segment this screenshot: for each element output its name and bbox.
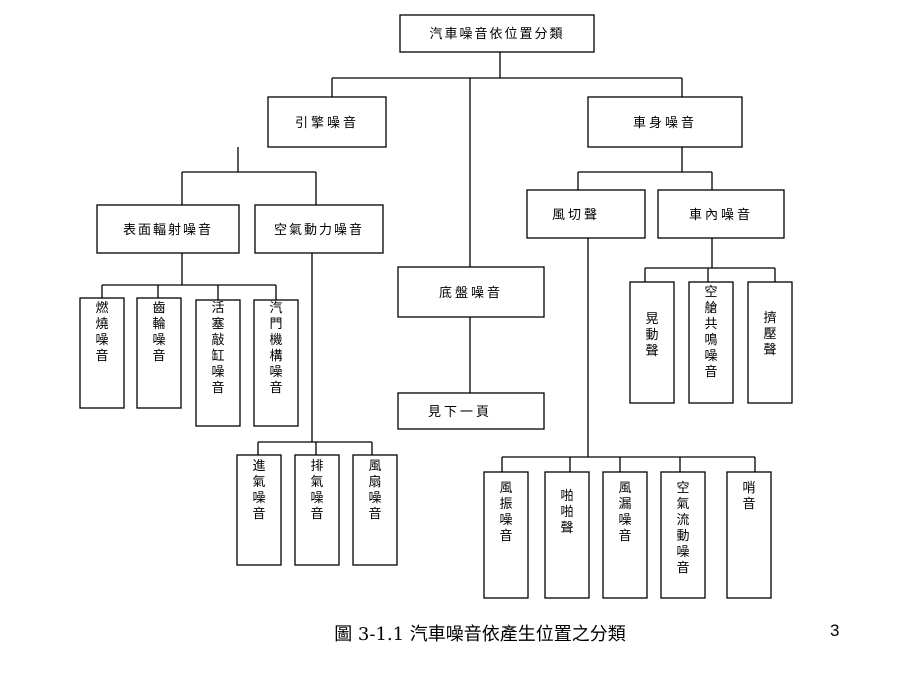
flap-sound-label: 啪啪聲 — [560, 488, 573, 536]
aerodynamic-noise-node: 空氣動力噪音 — [254, 204, 384, 254]
wind-leak-label: 風漏噪音 — [618, 481, 631, 544]
wind-flutter-label: 風振噪音 — [499, 481, 512, 544]
chassis-noise-label: 底盤噪音 — [439, 285, 503, 301]
wind-flutter-node: 風振噪音 — [483, 471, 529, 599]
body-noise-node: 車身噪音 — [587, 96, 743, 148]
wind-leak-node: 風漏噪音 — [602, 471, 648, 599]
airflow-noise-label: 空氣流動噪音 — [676, 481, 689, 576]
whistle-label: 哨音 — [742, 481, 755, 512]
cabin-noise-label: 車內噪音 — [689, 207, 753, 223]
intake-noise-label: 進氣噪音 — [252, 459, 265, 522]
gear-noise-label: 齒輪噪音 — [152, 301, 165, 364]
valve-train-node: 汽門機構噪音 — [253, 299, 299, 427]
cabin-noise-node: 車內噪音 — [657, 189, 785, 239]
aerodynamic-noise-label: 空氣動力噪音 — [274, 222, 364, 238]
cabin-resonance-label: 空艙共鳴噪音 — [704, 285, 717, 380]
exhaust-noise-node: 排氣噪音 — [294, 454, 340, 566]
flap-sound-node: 啪啪聲 — [544, 471, 590, 599]
surface-radiation-node: 表面輻射噪音 — [96, 204, 240, 254]
squeeze-sound-label: 擠壓聲 — [763, 310, 776, 358]
whistle-node: 哨音 — [726, 471, 772, 599]
piston-slap-label: 活塞敲缸噪音 — [211, 301, 224, 396]
see-next-page-node: 見下一頁 — [397, 392, 545, 430]
valve-train-label: 汽門機構噪音 — [269, 301, 282, 396]
body-noise-label: 車身噪音 — [633, 115, 697, 131]
vertical-nodes: 燃燒噪音 齒輪噪音 活塞敲缸噪音 汽門機構噪音 進氣噪音 排氣噪音 風扇噪音 晃… — [79, 281, 793, 599]
airflow-noise-node: 空氣流動噪音 — [660, 471, 706, 599]
combustion-noise-label: 燃燒噪音 — [95, 300, 108, 364]
root-node-label: 汽車噪音依位置分類 — [429, 26, 564, 42]
page-number: 3 — [830, 621, 840, 640]
fan-noise-label: 風扇噪音 — [368, 459, 381, 522]
surface-radiation-label: 表面輻射噪音 — [123, 222, 213, 238]
gear-noise-node: 齒輪噪音 — [136, 297, 182, 409]
fan-noise-node: 風扇噪音 — [352, 454, 398, 566]
root-node: 汽車噪音依位置分類 — [399, 14, 595, 53]
connector-lines — [101, 52, 776, 472]
piston-slap-node: 活塞敲缸噪音 — [195, 299, 241, 427]
exhaust-noise-label: 排氣噪音 — [310, 459, 323, 522]
engine-noise-node: 引擎噪音 — [267, 96, 387, 148]
squeeze-sound-node: 擠壓聲 — [747, 281, 793, 404]
combustion-noise-node: 燃燒噪音 — [79, 297, 125, 409]
figure-caption: 圖 3-1.1 汽車噪音依產生位置之分類 — [334, 624, 626, 645]
wind-cut-node: 風切聲 — [526, 189, 646, 239]
shake-sound-label: 晃動聲 — [645, 312, 658, 359]
chassis-noise-node: 底盤噪音 — [397, 266, 545, 318]
wind-cut-label: 風切聲 — [552, 207, 600, 223]
intake-noise-node: 進氣噪音 — [236, 454, 282, 566]
see-next-page-label: 見下一頁 — [428, 405, 492, 420]
cabin-resonance-node: 空艙共鳴噪音 — [688, 281, 734, 404]
shake-sound-node: 晃動聲 — [629, 281, 675, 404]
engine-noise-label: 引擎噪音 — [295, 115, 359, 131]
